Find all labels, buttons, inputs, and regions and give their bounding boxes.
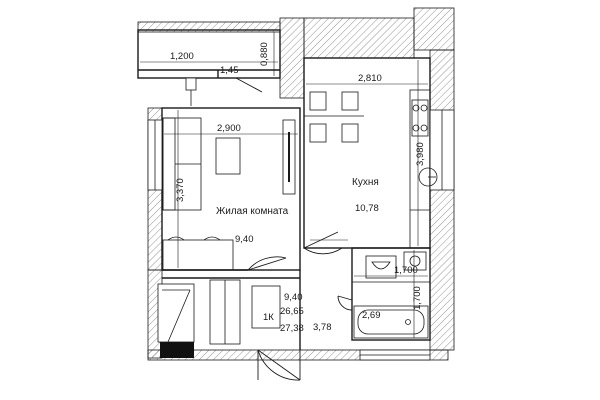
- living-room-name: Жилая комната: [216, 206, 289, 217]
- living-room-furniture: [162, 77, 296, 271]
- area-summary: 1К 9,40 26,65 27,38: [263, 292, 304, 334]
- exterior-walls: [137, 7, 455, 361]
- bathroom-furniture: [352, 251, 430, 339]
- dimension-lines: [140, 32, 428, 338]
- kitchen-depth-label: 3,980: [415, 142, 426, 166]
- doors: [235, 77, 353, 381]
- kitchen-furniture: [304, 89, 438, 249]
- summary-total-area: 26,65: [280, 306, 304, 317]
- balcony-area-label: 1,45: [220, 65, 239, 76]
- kitchen-area: 10,78: [355, 203, 379, 214]
- summary-total-with-balcony: 27,38: [280, 323, 304, 334]
- living-room-area: 9,40: [235, 234, 254, 245]
- hall-area: 3,78: [313, 322, 332, 333]
- living-depth-label: 3,370: [175, 178, 186, 202]
- balcony-depth-label: 0,880: [259, 42, 270, 66]
- hall-furniture: [157, 279, 281, 358]
- summary-type: 1К: [263, 312, 274, 323]
- bath-area: 2,69: [362, 310, 381, 321]
- balcony-width-label: 1,200: [170, 51, 194, 62]
- bath-depth-label: 1,700: [412, 286, 423, 310]
- kitchen-width-label: 2,810: [358, 73, 382, 84]
- summary-living-area: 9,40: [284, 292, 303, 303]
- living-width-label: 2,900: [217, 123, 241, 134]
- dimension-labels: 1,200 1,45 0,880 2,900 3,370 2,810 3,980…: [170, 42, 426, 310]
- room-labels: Кухня 10,78 Жилая комната 9,40 3,78 2,69: [216, 177, 381, 333]
- kitchen-name: Кухня: [352, 177, 379, 188]
- bath-width-label: 1,700: [394, 265, 418, 276]
